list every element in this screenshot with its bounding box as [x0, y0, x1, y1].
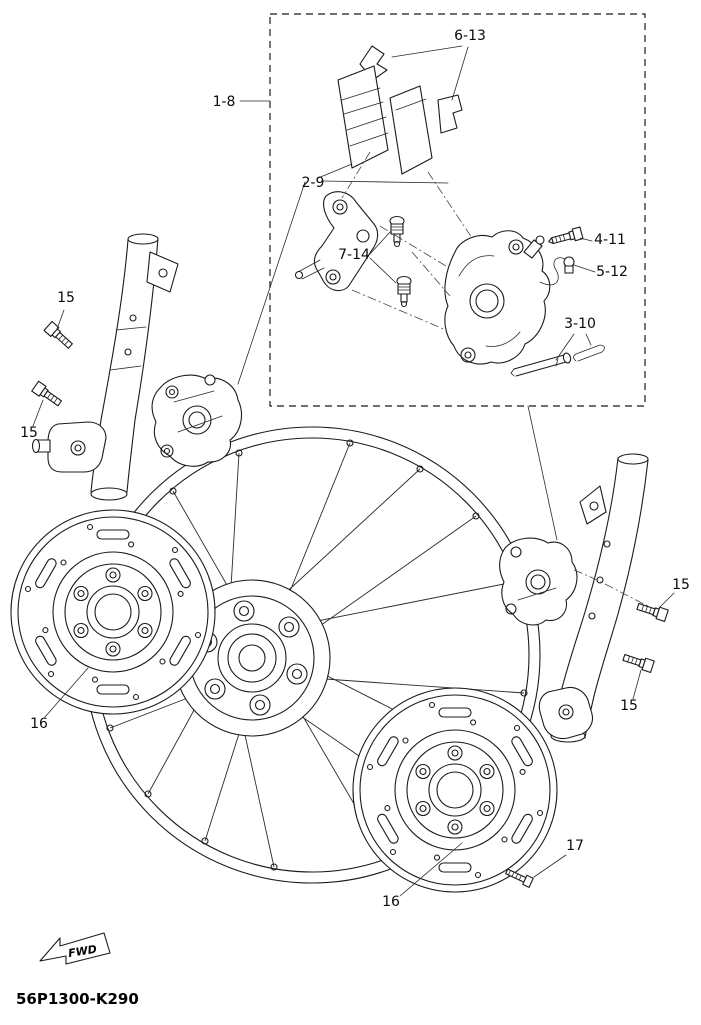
slide-pin-boots — [389, 215, 412, 308]
callout-slide-pins: 7-14 — [338, 247, 370, 263]
callout-bolt-upper-left: 15 — [57, 290, 75, 306]
part-code: 56P1300-K290 — [16, 990, 139, 1008]
caliper-bracket — [294, 191, 379, 292]
assembly-center-lines — [237, 151, 558, 541]
brake-disc-left — [10, 509, 216, 715]
left-fork-leg — [31, 233, 179, 501]
fwd-arrow-marker: FWD — [39, 932, 111, 965]
fork-bolt-upper-left — [43, 320, 75, 352]
callout-leader-lines — [32, 45, 675, 897]
fork-bolt-right-lower — [621, 651, 655, 673]
callout-disc-lower: 16 — [382, 894, 400, 910]
brake-pads — [337, 65, 433, 175]
fork-bolt-left — [31, 380, 64, 409]
callout-bleed-screw: 4-11 — [594, 232, 626, 248]
callout-bolt-right-lower: 15 — [620, 698, 638, 714]
callout-bolt-right-upper: 15 — [672, 577, 690, 593]
bleed-screw — [548, 226, 584, 245]
fwd-label: FWD — [67, 943, 97, 960]
right-brake-caliper — [499, 537, 649, 626]
bleed-cap — [539, 256, 575, 286]
callout-brake-pads: 2-9 — [302, 175, 325, 191]
left-brake-caliper — [151, 374, 242, 467]
right-fork-leg — [538, 453, 649, 743]
callout-pad-clips: 6-13 — [454, 28, 486, 44]
pad-pin — [510, 344, 605, 377]
brake-disc-lower — [352, 687, 558, 893]
callout-group-box: 1-8 — [213, 94, 236, 110]
callout-pad-pin: 3-10 — [564, 316, 596, 332]
callout-disc-bolt: 17 — [566, 838, 584, 854]
caliper-body-exploded — [444, 230, 551, 365]
callout-disc-left: 16 — [30, 716, 48, 732]
callout-labels: 1-8 2-9 6-13 7-14 4-11 5-12 3-10 15 15 1… — [20, 28, 690, 910]
assembly-group-box — [269, 13, 646, 407]
callout-bleed-cap: 5-12 — [596, 264, 628, 280]
callout-bolt-left: 15 — [20, 425, 38, 441]
